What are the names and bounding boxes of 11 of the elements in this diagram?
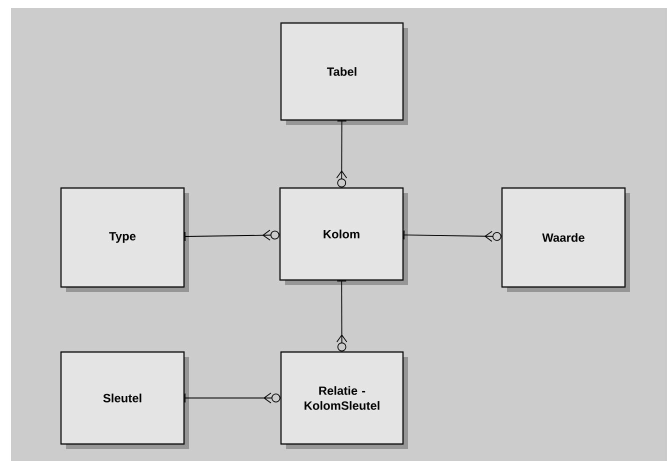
entity-box: Sleutel xyxy=(60,351,189,449)
entity-box: Tabel xyxy=(280,22,408,125)
relationship-line xyxy=(184,392,280,404)
entity-box: Kolom xyxy=(279,187,408,285)
entity-box: Type xyxy=(60,187,189,292)
entity-box: Waarde xyxy=(501,187,630,292)
relationship-line xyxy=(404,230,502,242)
relationship-line xyxy=(336,280,348,352)
entity-box: Relatie - KolomSleutel xyxy=(280,351,408,449)
relationship-line xyxy=(184,230,280,242)
relationship-line xyxy=(336,120,348,188)
